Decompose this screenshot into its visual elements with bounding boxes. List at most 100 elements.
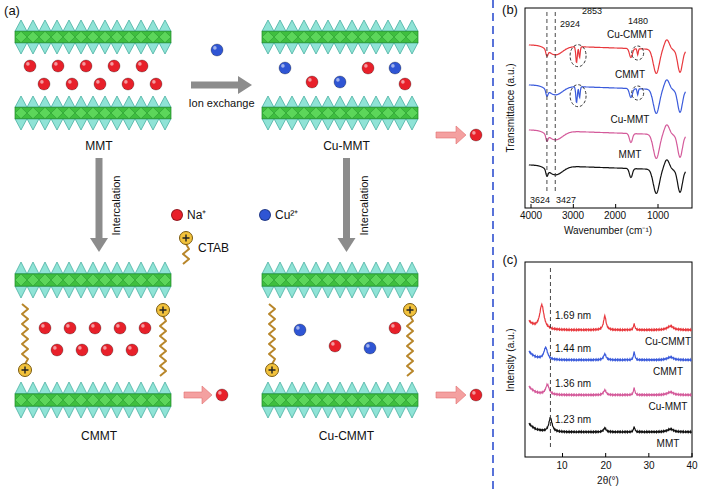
ctab-molecule	[157, 304, 170, 377]
band-highlight	[632, 46, 644, 60]
octahedron	[87, 31, 99, 43]
ctab-molecule	[180, 232, 193, 265]
ion	[24, 60, 36, 72]
tetrahedron	[111, 96, 123, 107]
octahedron	[334, 274, 346, 286]
figure-label: 40	[686, 461, 697, 471]
tetrahedron	[159, 119, 171, 130]
ion-highlight	[401, 80, 405, 84]
tetrahedron	[298, 382, 310, 394]
tetrahedron	[310, 406, 322, 418]
sample-panel: MMT	[10, 15, 188, 155]
tetrahedron	[159, 20, 171, 31]
octahedron	[15, 274, 27, 286]
tetrahedron	[286, 20, 298, 31]
octahedron	[370, 394, 382, 406]
ion-highlight	[138, 62, 142, 66]
octahedral-sheet	[262, 107, 418, 119]
ammonium-head	[180, 232, 193, 245]
tetrahedron	[123, 262, 135, 274]
tetrahedron	[51, 286, 63, 298]
ion	[114, 322, 126, 334]
tetrahedron	[334, 382, 346, 394]
tetrahedron	[346, 20, 358, 31]
octahedron	[382, 274, 394, 286]
axis-tick	[615, 204, 616, 208]
sample-name: Cu-MMT	[255, 140, 438, 152]
octahedron	[51, 31, 63, 43]
tetrahedron	[87, 262, 99, 274]
tetrahedron	[147, 262, 159, 274]
ctab-molecule	[404, 304, 417, 377]
clay-layer	[262, 20, 418, 54]
octahedron	[15, 394, 27, 406]
tetrahedron	[75, 96, 87, 107]
ion	[216, 389, 228, 401]
legend-text: Na⁺	[187, 209, 206, 221]
ctab-molecule	[19, 304, 32, 377]
octahedron	[298, 394, 310, 406]
ion	[64, 322, 76, 334]
octahedron	[135, 394, 147, 406]
tetrahedron	[123, 96, 135, 107]
tetrahedron	[135, 20, 147, 31]
tetrahedron	[159, 382, 171, 394]
octahedron	[346, 31, 358, 43]
tetrahedron	[99, 119, 111, 130]
tetrahedron	[262, 119, 274, 130]
ion-ball	[150, 78, 162, 90]
tetrahedron	[346, 382, 358, 394]
tetrahedron	[87, 43, 99, 54]
octahedron	[262, 31, 274, 43]
tetrahedron	[111, 119, 123, 130]
tetrahedron	[147, 286, 159, 298]
band-highlight	[570, 85, 586, 107]
tetrahedron	[15, 96, 27, 107]
clay-layer	[15, 96, 171, 130]
tetrahedron	[406, 286, 418, 298]
octahedral-sheet	[15, 107, 171, 119]
tetrahedron	[370, 406, 382, 418]
ion	[101, 344, 113, 356]
octahedron	[406, 107, 418, 119]
octahedron	[99, 394, 111, 406]
tetrahedron	[322, 406, 334, 418]
tetrahedron	[111, 286, 123, 298]
octahedron	[147, 274, 159, 286]
octahedron	[75, 274, 87, 286]
octahedron	[298, 31, 310, 43]
tetrahedron	[63, 286, 75, 298]
tetrahedron	[310, 96, 322, 107]
tetrahedron	[382, 20, 394, 31]
tetrahedron	[123, 119, 135, 130]
octahedron	[298, 274, 310, 286]
tetrahedron	[262, 406, 274, 418]
octahedron	[51, 394, 63, 406]
octahedron	[346, 274, 358, 286]
ion	[362, 62, 374, 74]
octahedron	[27, 394, 39, 406]
tetrahedron	[310, 119, 322, 130]
ion-highlight	[472, 131, 476, 135]
tetrahedron	[99, 20, 111, 31]
tetrahedron	[274, 43, 286, 54]
octahedron	[346, 107, 358, 119]
ion-ball	[108, 60, 120, 72]
sample-name: Cu-CMMT	[255, 430, 438, 442]
octahedron	[274, 394, 286, 406]
ion-ball	[139, 322, 151, 334]
tetrahedron	[51, 119, 63, 130]
ion-ball	[94, 78, 106, 90]
tetrahedron	[394, 20, 406, 31]
ion-highlight	[116, 324, 120, 328]
tetrahedron	[262, 382, 274, 394]
tetrahedron	[63, 43, 75, 54]
ion	[51, 344, 63, 356]
ion-ball	[76, 344, 88, 356]
tetrahedron	[99, 43, 111, 54]
octahedron	[159, 31, 171, 43]
tetrahedron	[262, 96, 274, 107]
tetrahedron	[75, 20, 87, 31]
tetrahedron	[334, 96, 346, 107]
tetrahedron	[382, 43, 394, 54]
